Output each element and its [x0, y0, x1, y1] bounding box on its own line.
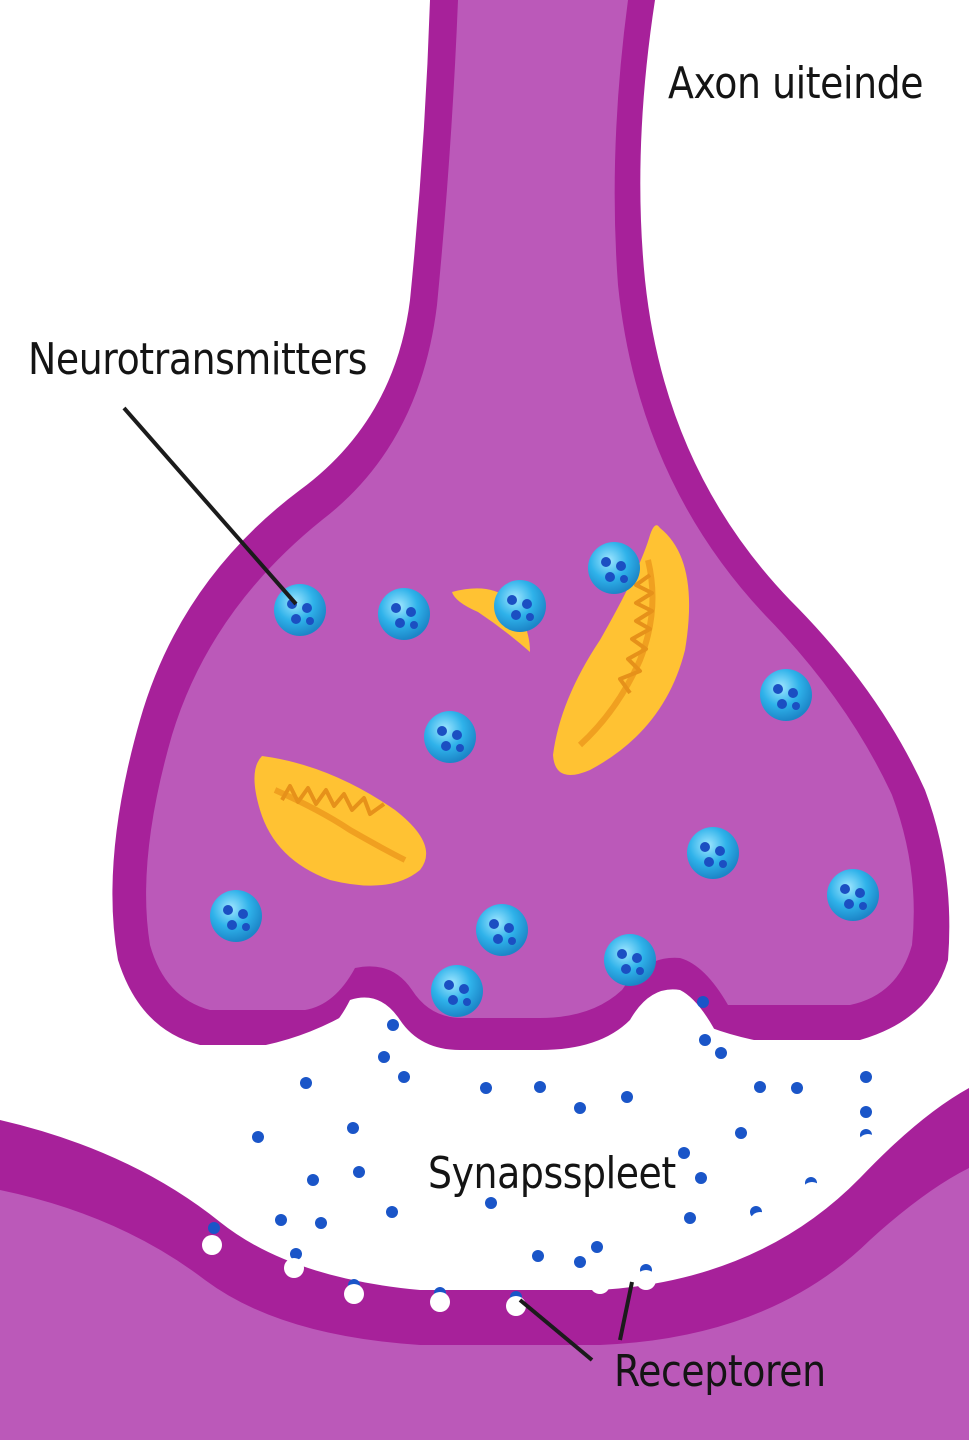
synaptic-cleft-label: Synapsspleet: [428, 1148, 676, 1199]
vesicle: [274, 584, 326, 636]
receptors-label: Receptoren: [614, 1346, 826, 1397]
vesicle: [687, 827, 739, 879]
vesicle: [760, 669, 812, 721]
vesicle: [378, 588, 430, 640]
vesicle: [424, 711, 476, 763]
neurotransmitters-label: Neurotransmitters: [28, 334, 367, 385]
vesicle: [827, 869, 879, 921]
axon-terminal-cytoplasm: [146, 0, 914, 1018]
axon-terminal-label: Axon uiteinde: [668, 58, 923, 109]
vesicle: [476, 904, 528, 956]
vesicle: [494, 580, 546, 632]
vesicle: [588, 542, 640, 594]
vesicle: [210, 890, 262, 942]
neurotransmitters-pointer: [124, 408, 296, 604]
vesicle: [604, 934, 656, 986]
vesicle: [431, 965, 483, 1017]
